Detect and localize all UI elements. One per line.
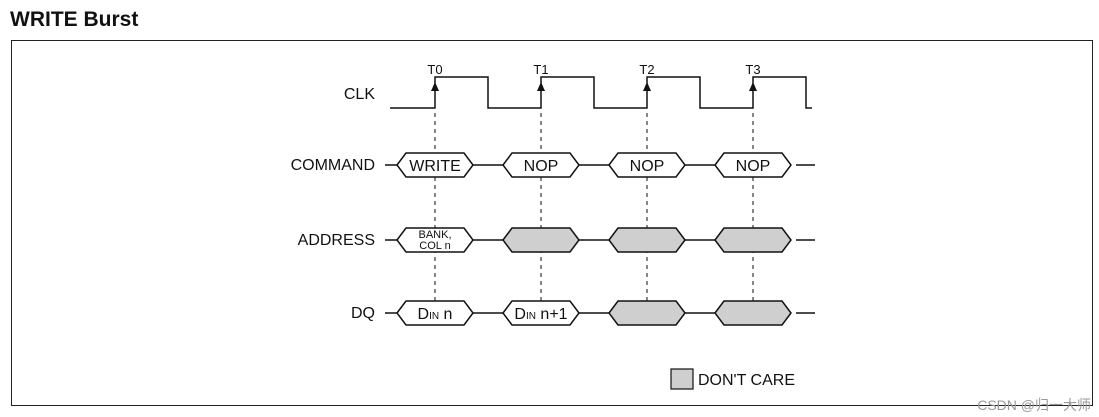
row-command: WRITE NOP NOP NOP (385, 152, 815, 178)
bus-value-label: WRITE (409, 158, 461, 175)
dont-care-cell (608, 227, 686, 253)
signal-label-dq: DQ (351, 305, 375, 322)
bus-value-label: COL n (419, 240, 450, 252)
legend-swatch (670, 368, 694, 390)
signal-label-address: ADDRESS (298, 232, 375, 249)
bus-value-label: NOP (524, 158, 559, 175)
clock-edge-label: T1 (533, 62, 548, 77)
signal-label-command: COMMAND (291, 157, 375, 174)
rising-edge-arrow (431, 82, 439, 91)
row-address: BANK,COL n (385, 227, 815, 253)
bus-value-label: NOP (630, 158, 665, 175)
signal-label-clk: CLK (344, 86, 375, 103)
clock-edge-label: T2 (639, 62, 654, 77)
legend-label: DON'T CARE (698, 372, 795, 389)
bus-value-cell (714, 152, 792, 178)
clock-edge-label: T0 (427, 62, 442, 77)
page-title: WRITE Burst (10, 8, 139, 31)
bus-value-label: DIN n (418, 306, 453, 323)
bus-value-label: NOP (736, 158, 771, 175)
dont-care-cell (714, 227, 792, 253)
row-dq: DIN n DIN n+1 (385, 300, 815, 326)
watermark: CSDN @归一大师 (977, 397, 1091, 413)
dont-care-cell (714, 300, 792, 326)
bus-value-label: DIN n+1 (514, 306, 567, 323)
rising-edge-arrow (749, 82, 757, 91)
rising-edge-arrow (643, 82, 651, 91)
bus-value-label: BANK, (418, 229, 451, 241)
clk-waveform (390, 76, 812, 109)
clock-edge-label: T3 (745, 62, 760, 77)
dont-care-cell (608, 300, 686, 326)
dont-care-cell (502, 227, 580, 253)
rising-edge-arrow (537, 82, 545, 91)
